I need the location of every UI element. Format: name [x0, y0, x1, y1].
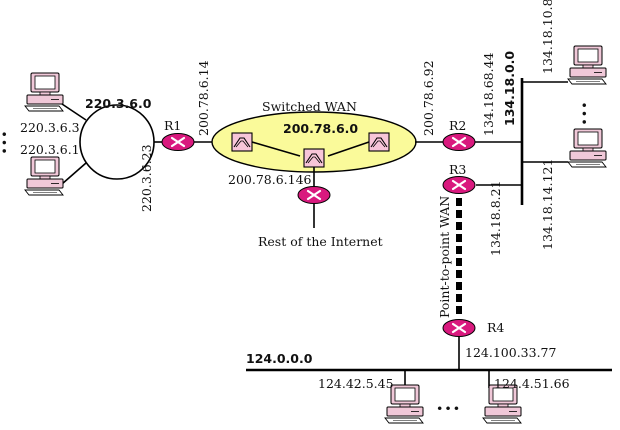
router-r2-label: R2 [449, 118, 466, 133]
router-r1-icon[interactable] [160, 132, 196, 152]
rest-of-internet-label: Rest of the Internet [258, 234, 383, 249]
router-r3-icon[interactable] [441, 175, 477, 195]
switched-wan-title: Switched WAN [262, 99, 357, 114]
router-r4-icon[interactable] [441, 318, 477, 338]
point-to-point-wan: Point-to-point WAN [437, 196, 462, 318]
link-pc1-ring [61, 103, 87, 121]
ptp-wan-label: Point-to-point WAN [437, 196, 452, 318]
ellipsis-right: ••• [577, 100, 592, 125]
router-r3: R3 134.18.8.21 [441, 162, 522, 256]
router-r2: R2 200.78.6.92 134.18.68.44 [415, 52, 522, 152]
ellipsis-left: ••• [0, 129, 12, 154]
ip-r1-lan: 220.3.6.23 [139, 144, 154, 212]
switch-left-icon[interactable] [231, 132, 253, 152]
switch-center-icon[interactable] [303, 148, 325, 168]
ip-r1-wan: 200.78.6.14 [196, 60, 211, 136]
lan-bottom: 124.0.0.0 124.42.5.45 124.4.51.66 ••• [246, 351, 612, 424]
ip-bottom-host-left: 124.42.5.45 [318, 376, 394, 391]
ip-r2-lan: 134.18.68.44 [481, 52, 496, 136]
ip-left-host-bottom: 220.3.6.1 [20, 142, 80, 157]
pc-right-bottom-icon[interactable] [567, 128, 607, 168]
ip-r2-wan: 200.78.6.92 [421, 60, 436, 136]
wan-link-right [327, 141, 370, 157]
router-r3-label: R3 [449, 162, 466, 177]
pc-right-top-icon[interactable] [567, 45, 607, 85]
router-r4-label: R4 [487, 320, 504, 335]
link-pc2-ring [61, 162, 87, 185]
ip-left-host-top: 220.3.6.3 [20, 120, 80, 135]
ellipsis-bottom: ••• [436, 401, 461, 416]
lan-right: ••• 134.18.0.0 134.18.10.88 134.18.14.12… [502, 0, 607, 250]
router-r1: R1 220.3.6.23 200.78.6.14 [139, 60, 213, 212]
wan-link-left [251, 141, 301, 157]
ip-internet-router: 200.78.6.146 [228, 172, 312, 187]
router-internet-icon[interactable] [296, 185, 332, 205]
router-r4: R4 124.100.33.77 [441, 318, 556, 369]
router-r1-label: R1 [164, 118, 181, 133]
network-label-wan: 200.78.6.0 [283, 121, 358, 136]
switch-right-icon[interactable] [368, 132, 390, 152]
switched-wan: Switched WAN 200.78.6.0 [211, 99, 417, 173]
ip-right-host-bottom: 134.18.14.121 [540, 159, 555, 250]
network-label-bottom: 124.0.0.0 [246, 351, 313, 366]
router-r2-icon[interactable] [441, 132, 477, 152]
ip-bottom-host-right: 124.4.51.66 [494, 376, 570, 391]
pc-left-bottom-icon[interactable] [24, 156, 64, 196]
pc-left-top-icon[interactable] [24, 72, 64, 112]
ip-r4-lan: 124.100.33.77 [465, 345, 556, 360]
lan-left: 220.3.6.0 220.3.6.3 220.3.6.1 ••• [0, 72, 155, 196]
ip-r3-lan: 134.18.8.21 [488, 180, 503, 256]
network-label-right: 134.18.0.0 [502, 51, 517, 126]
internet-router: 200.78.6.146 Rest of the Internet [228, 167, 383, 249]
ip-right-host-top: 134.18.10.88 [540, 0, 555, 74]
network-label-left: 220.3.6.0 [85, 96, 152, 111]
